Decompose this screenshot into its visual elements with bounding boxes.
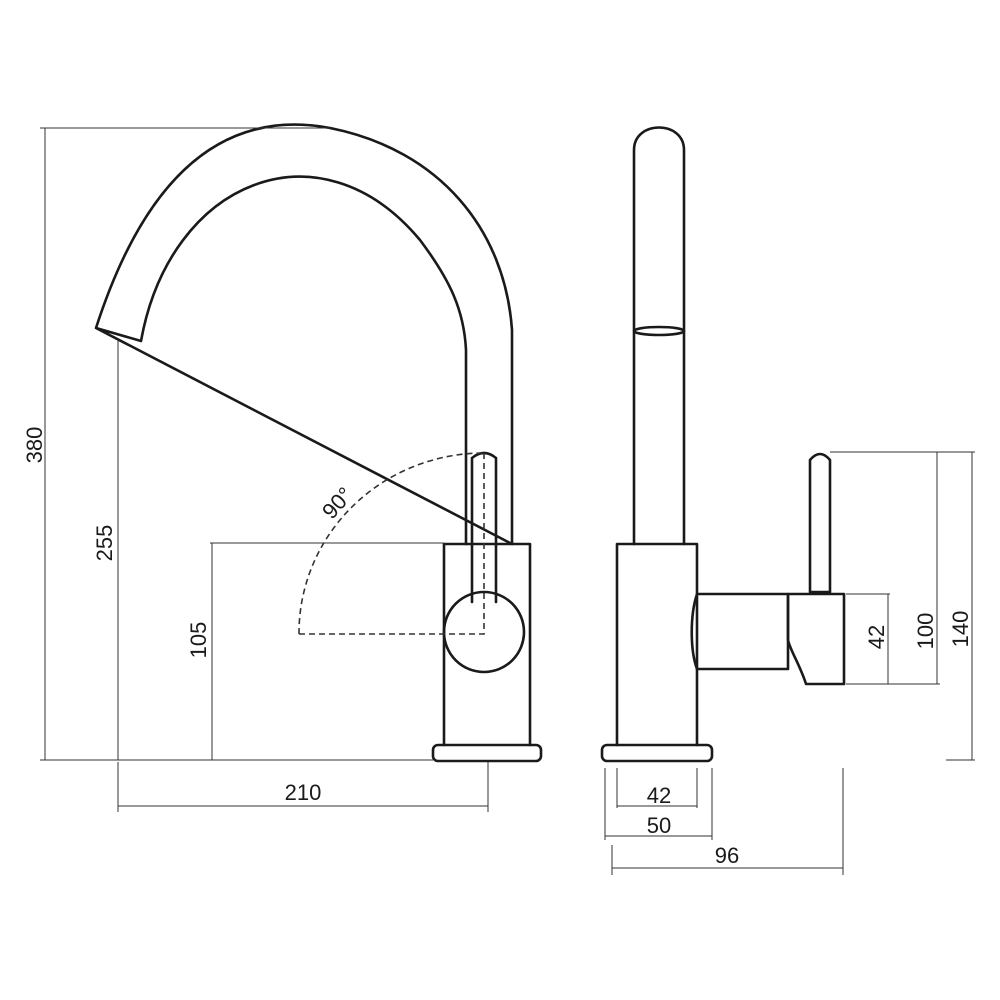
label-base-diameter: 50 [647, 813, 671, 838]
side-base [600, 743, 714, 763]
side-body [615, 542, 699, 747]
dim-380-line [40, 127, 330, 760]
label-rotation-angle: 90° [317, 482, 358, 523]
label-handle-total-height: 140 [948, 611, 973, 648]
label-total-height: 380 [22, 427, 47, 464]
dim-bottom-lines [604, 768, 844, 875]
side-view [600, 126, 846, 763]
front-handle-hub [442, 590, 526, 674]
side-lever [808, 452, 832, 594]
dim-210-line [117, 762, 489, 812]
front-base [431, 743, 543, 763]
dimension-lines [40, 127, 975, 875]
front-body [442, 542, 532, 747]
side-handle-block [786, 592, 846, 686]
label-handle-width: 42 [864, 625, 889, 649]
spout-outline [94, 123, 514, 546]
label-body-height: 105 [186, 622, 211, 659]
label-spout-reach: 210 [285, 780, 322, 805]
label-spout-outlet-height: 255 [92, 525, 117, 562]
side-spout-ring [632, 325, 686, 337]
dim-105-line [210, 542, 444, 760]
label-handle-offset-height: 100 [913, 613, 938, 650]
side-spout [632, 126, 686, 546]
rotation-arc [298, 452, 485, 635]
label-body-diameter: 42 [647, 783, 671, 808]
front-view [94, 123, 543, 763]
rotation-baseline [299, 453, 485, 635]
dim-right-lines [830, 451, 975, 760]
side-cartridge [690, 592, 790, 671]
label-overall-depth: 96 [715, 843, 739, 868]
